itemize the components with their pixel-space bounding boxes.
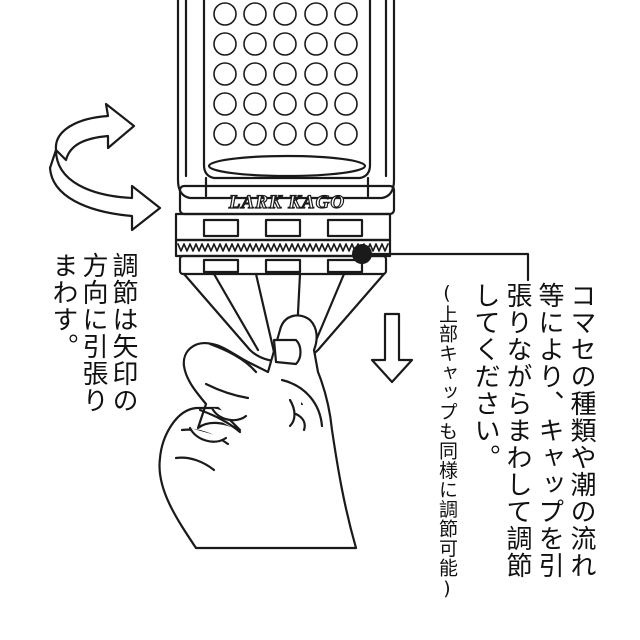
- basket-hole: [243, 122, 267, 146]
- basket-hole: [334, 92, 358, 116]
- right-text-col-2: 等により、キャップを引: [534, 282, 564, 579]
- right-text-col-1: コマセの種類や潮の流れ: [566, 282, 596, 579]
- left-caption-col-2: 方向に引張り: [78, 252, 108, 414]
- basket-hole: [213, 32, 237, 56]
- callout-leader: [352, 244, 530, 282]
- right-text-col-3: 張りながらまわして調節: [502, 282, 532, 579]
- basket-hole: [273, 92, 297, 116]
- curved-arrow-icon: [48, 102, 162, 232]
- basket-hole: [304, 32, 328, 56]
- basket-hole: [243, 32, 267, 56]
- basket-hole: [273, 122, 297, 146]
- basket-hole: [334, 62, 358, 86]
- right-note: (上部キャップも同様に調節可能): [436, 282, 458, 600]
- basket-hole: [243, 62, 267, 86]
- basket-hole: [334, 122, 358, 146]
- basket-hole: [304, 92, 328, 116]
- basket-hole: [304, 2, 328, 26]
- basket-hole: [334, 32, 358, 56]
- basket-hole: [213, 62, 237, 86]
- basket-hole: [304, 62, 328, 86]
- basket-hole: [334, 2, 358, 26]
- basket-hole: [213, 92, 237, 116]
- basket-body: [176, 0, 396, 200]
- adjustment-ring: [174, 212, 392, 276]
- basket-hole: [304, 122, 328, 146]
- basket-hole: [273, 32, 297, 56]
- left-caption-col-1: 調節は矢印の: [108, 252, 138, 414]
- basket-hole: [213, 2, 237, 26]
- basket-holes: [213, 2, 358, 146]
- basket-hole: [273, 2, 297, 26]
- left-caption-col-3: まわす。: [48, 252, 78, 360]
- right-text-col-4: してください。: [470, 282, 500, 471]
- basket-hole: [273, 62, 297, 86]
- basket-hole: [213, 122, 237, 146]
- basket-hole: [243, 2, 267, 26]
- brand-label: LARK KAGO: [228, 192, 345, 213]
- basket-hole: [243, 92, 267, 116]
- hand-illustration: [158, 314, 358, 550]
- down-arrow-icon: [370, 312, 414, 384]
